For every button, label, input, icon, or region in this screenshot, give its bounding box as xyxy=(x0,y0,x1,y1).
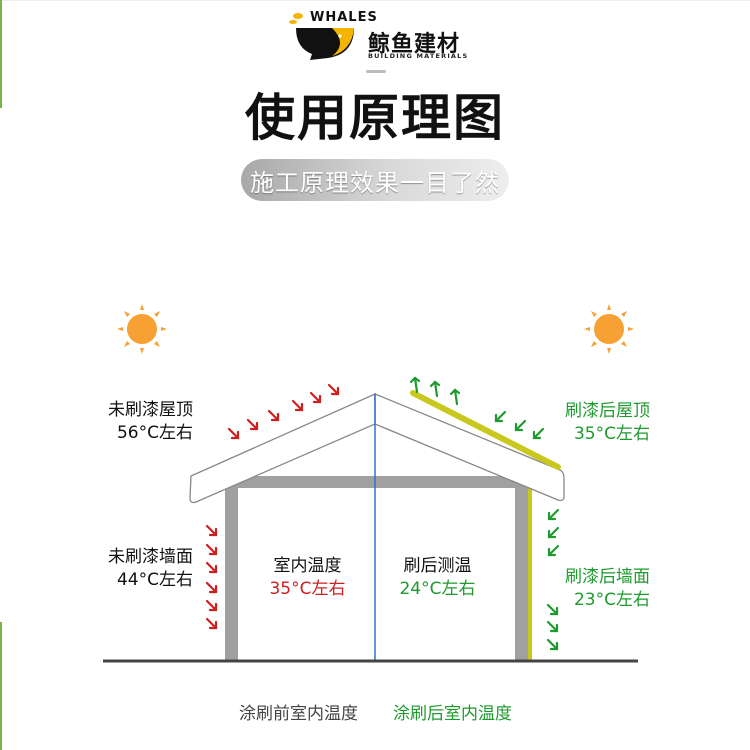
painted-wall-title: 刷漆后墙面 xyxy=(565,567,650,587)
indoor-after-temp: 24°C左右 xyxy=(399,579,476,599)
sun-icon-right xyxy=(584,304,634,354)
wall-coating xyxy=(528,488,532,662)
before-caption: 涂刷前室内温度 xyxy=(239,704,358,724)
brand-tagline: BUILDING MATERIALS xyxy=(368,52,469,60)
roof-coating xyxy=(410,390,561,470)
indoor-before-temp: 35°C左右 xyxy=(269,579,346,599)
painted-roof-temp: 35°C左右 xyxy=(573,424,650,444)
after-caption: 涂刷后室内温度 xyxy=(393,704,512,724)
page-title: 使用原理图 xyxy=(245,89,505,147)
unpainted-wall-label: 未刷漆墙面 44°C左右 xyxy=(90,546,193,592)
subtitle-text: 施工原理效果一目了然 xyxy=(250,168,500,197)
brand-name-cn: 鲸鱼建材 xyxy=(368,32,461,57)
subtitle-pill: 施工原理效果一目了然 xyxy=(241,159,509,201)
whale-logo-icon xyxy=(289,13,354,60)
unpainted-roof-label: 未刷漆屋顶 56°C左右 xyxy=(90,399,193,445)
incoming-arrows-wall-right xyxy=(546,508,560,651)
left-accent-line xyxy=(0,622,2,750)
reflect-arrows-up xyxy=(409,376,461,406)
painted-roof-label: 刷漆后屋顶 35°C左右 xyxy=(548,400,650,446)
painted-wall-temp: 23°C左右 xyxy=(573,590,650,610)
unpainted-roof-temp: 56°C左右 xyxy=(116,423,193,443)
indoor-before-title: 室内温度 xyxy=(273,556,342,576)
sun-icon-left xyxy=(117,304,167,354)
unpainted-wall-temp: 44°C左右 xyxy=(116,570,193,590)
indoor-temp-after: 刷后测温 24°C左右 xyxy=(380,555,495,601)
indoor-temp-before: 室内温度 35°C左右 xyxy=(250,555,365,601)
house-roof xyxy=(189,392,565,504)
hot-arrows-wall xyxy=(205,524,218,630)
hot-arrows-roof xyxy=(227,383,340,440)
unpainted-roof-title: 未刷漆屋顶 xyxy=(108,400,193,420)
unpainted-wall-title: 未刷漆墙面 xyxy=(108,547,193,567)
incoming-arrows-roof-right xyxy=(494,410,545,440)
top-border xyxy=(0,0,750,1)
painted-wall-label: 刷漆后墙面 23°C左右 xyxy=(548,566,650,612)
left-accent-line xyxy=(0,0,2,108)
divider-dash xyxy=(366,70,386,73)
brand-name-en: WHALES xyxy=(310,10,378,25)
indoor-after-title: 刷后测温 xyxy=(403,556,472,576)
painted-roof-title: 刷漆后屋顶 xyxy=(565,401,650,421)
brand-logo: WHALES 鲸鱼建材 BUILDING MATERIALS xyxy=(288,8,478,64)
